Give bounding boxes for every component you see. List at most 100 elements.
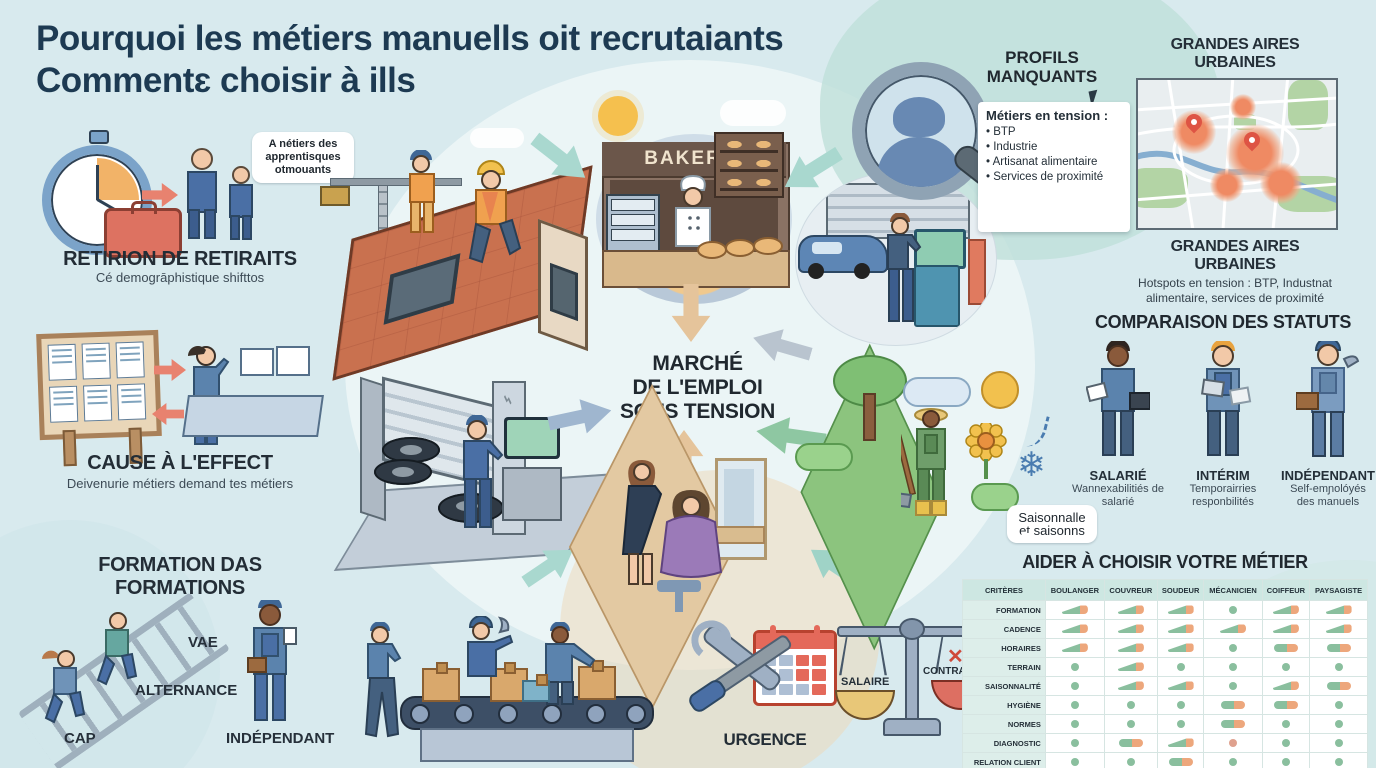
retirement-bubble-text: A nétiers des apprentisques otmouants xyxy=(265,138,341,176)
diagnostic-screen xyxy=(914,229,966,269)
rating-glyph-dot xyxy=(1070,682,1079,690)
label-independant: INDÉPENDANT xyxy=(226,730,335,747)
statut-label: INTÉRIM xyxy=(1196,468,1250,483)
rating-glyph-gauge xyxy=(1167,605,1194,614)
table-cell xyxy=(1261,676,1311,696)
rating-glyph-gauge xyxy=(1272,605,1299,614)
table-cell xyxy=(1203,752,1263,768)
table-row-label: NORMES xyxy=(962,714,1046,734)
table-cell xyxy=(1103,695,1158,715)
rating-glyph-dot xyxy=(1334,663,1343,671)
profils-heading: PROFILS MANQUANTS xyxy=(986,48,1098,86)
rating-glyph-dot xyxy=(1281,663,1290,671)
rating-glyph-gauge xyxy=(1167,681,1194,690)
center-hub-title: MARCHÉ DE L'EMPLOI SOUS TENSION xyxy=(600,352,795,424)
speech-square-icon xyxy=(276,346,310,376)
rating-glyph-dot xyxy=(1126,720,1135,728)
table-cell xyxy=(1203,676,1263,696)
snowflake-icon: ❄ xyxy=(1017,445,1046,485)
rating-glyph-dot xyxy=(1070,720,1079,728)
table-cell xyxy=(1261,695,1311,715)
bread-shelf xyxy=(714,132,784,198)
stopwatch-icon xyxy=(42,130,152,255)
bulletin-board xyxy=(36,329,162,467)
rating-glyph-dot xyxy=(1334,720,1343,728)
table-cell xyxy=(1044,733,1105,753)
tire-icon xyxy=(374,459,432,485)
rating-glyph-gauge xyxy=(1220,624,1247,633)
table-cell xyxy=(1261,714,1311,734)
rating-glyph-gauge xyxy=(1325,624,1352,633)
rating-glyph-pill xyxy=(1221,701,1246,709)
table-cell xyxy=(1156,695,1205,715)
rating-glyph-gauge xyxy=(1272,681,1299,690)
season-bubble-line2: et saisonns xyxy=(1019,523,1085,538)
rating-glyph-gauge xyxy=(1117,662,1144,671)
table-row: HYGIÈNE xyxy=(962,695,1368,715)
urgence-label: URGENCE xyxy=(723,730,807,749)
rating-glyph-dot xyxy=(1176,701,1185,709)
ladder-climber-figure xyxy=(96,612,138,686)
table-row: DIAGNOSTIC xyxy=(962,733,1368,753)
car-icon xyxy=(798,235,888,279)
child-worker-figure xyxy=(229,166,253,240)
independant-figure xyxy=(1295,337,1360,457)
table-cell xyxy=(1156,752,1205,768)
rating-glyph-gauge xyxy=(1167,624,1194,633)
list-item: BTP xyxy=(986,125,1122,140)
table-row: SAISONNALITÉ xyxy=(962,676,1368,696)
table-cell xyxy=(1309,733,1368,753)
rating-glyph-pill xyxy=(1273,644,1298,652)
rating-glyph-gauge xyxy=(1117,681,1144,690)
table-cell xyxy=(1261,657,1311,677)
table-cell xyxy=(1103,752,1158,768)
table-cell xyxy=(1261,752,1311,768)
table-cell xyxy=(1044,638,1105,658)
speech-bubble: A nétiers des apprentisques otmouants xyxy=(252,132,354,183)
table-cell xyxy=(1156,600,1205,620)
salon-chair xyxy=(657,580,701,612)
diagnostic-cart xyxy=(914,265,960,327)
rating-glyph-dot xyxy=(1176,720,1185,728)
table-row-label: HORAIRES xyxy=(962,638,1046,658)
gardener-illustration: ❄ Saisonnalle et saisonns xyxy=(785,343,1097,651)
table-cell xyxy=(1044,619,1105,639)
table-cell xyxy=(1103,619,1158,639)
list-item: Services de proximité xyxy=(986,170,1122,185)
profils-manquants-group: PROFILS MANQUANTS Métiers en tension : B… xyxy=(852,48,1130,232)
counter-desk xyxy=(182,395,324,437)
table-row-label: RELATION CLIENT xyxy=(962,752,1046,768)
list-item: Industrie xyxy=(986,140,1122,155)
rating-glyph-dot xyxy=(1281,720,1290,728)
briefcase-icon xyxy=(104,201,182,258)
rating-glyph-dot xyxy=(1070,739,1079,747)
profils-list-title: Métiers en tension : xyxy=(986,108,1109,123)
table-cell xyxy=(1261,638,1311,658)
table-row-label: DIAGNOSTIC xyxy=(962,733,1046,753)
table-cell xyxy=(1156,619,1205,639)
balance-left-label: SALAIRE xyxy=(841,676,890,688)
list-item: Artisanat alimentaire xyxy=(986,155,1122,170)
hairdresser-illustration xyxy=(565,383,805,711)
rating-glyph-dot xyxy=(1229,644,1238,652)
ladder-climber-figure xyxy=(42,650,86,724)
table-cell xyxy=(1044,657,1105,677)
car-mechanic-illustration xyxy=(795,172,997,346)
rating-glyph-dot xyxy=(1126,758,1135,766)
table-column-header: COIFFEUR xyxy=(1261,579,1311,601)
rating-glyph-gauge xyxy=(1167,738,1194,747)
map-section: GRANDES AIRES URBAINES GRANDES AIRE xyxy=(1128,36,1342,306)
factory-worker-figure xyxy=(364,622,402,738)
table-cell xyxy=(1156,714,1205,734)
table-cell xyxy=(1203,733,1263,753)
tool-board xyxy=(968,239,986,305)
label-vae: VAE xyxy=(188,634,218,651)
table-cell xyxy=(1044,695,1105,715)
interim-figure xyxy=(1200,339,1252,456)
map-title-top: GRANDES AIRES URBAINES xyxy=(1170,36,1300,71)
rating-glyph-dot xyxy=(1070,701,1079,709)
table-column-header: CRITÈRES xyxy=(962,579,1046,601)
